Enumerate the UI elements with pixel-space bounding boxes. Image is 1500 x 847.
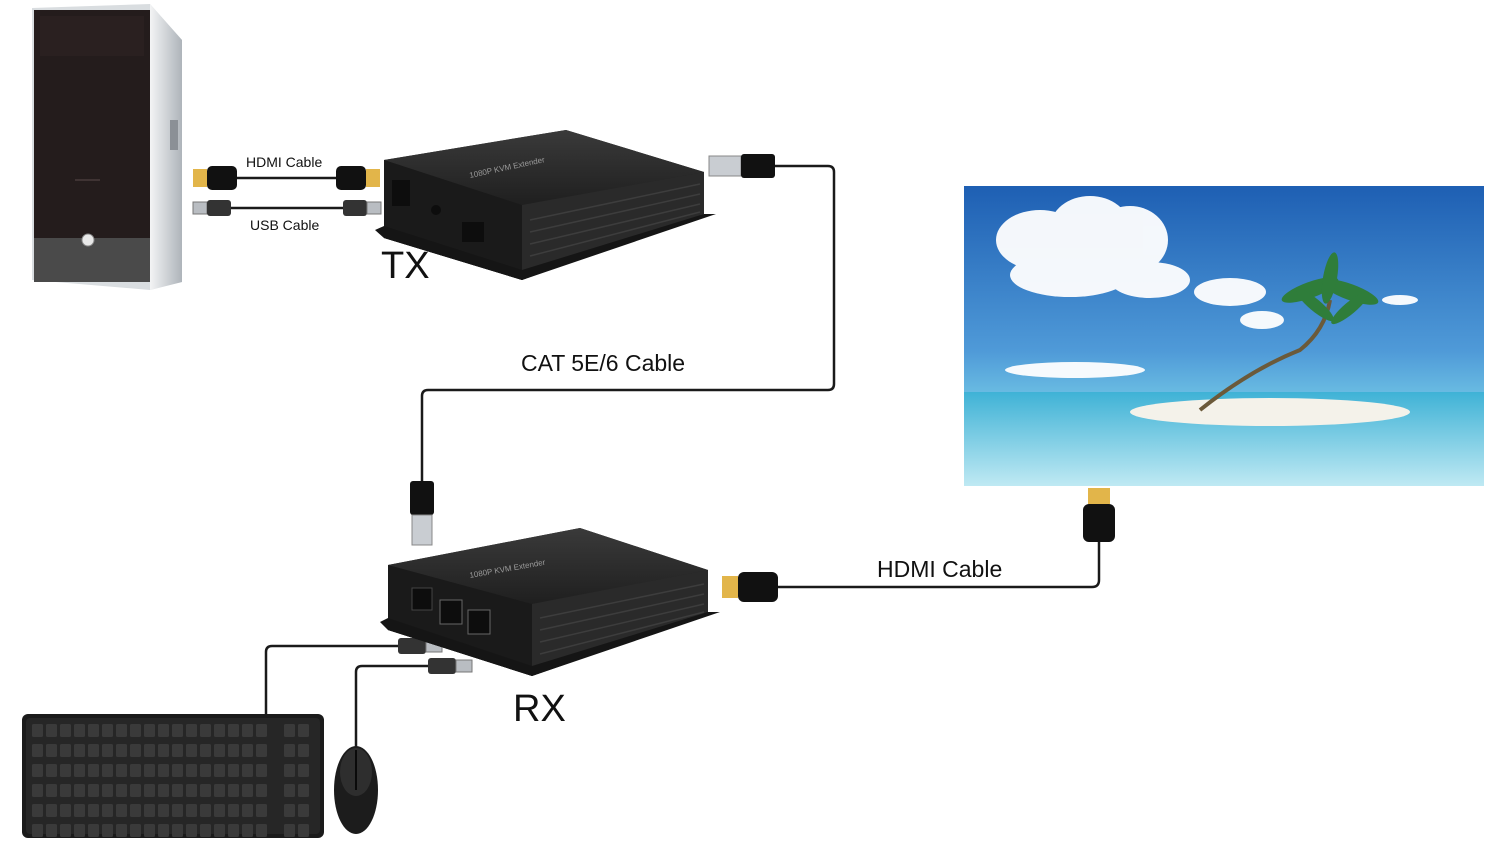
hdmi-plug-icon bbox=[336, 166, 380, 190]
usb-cable-label: USB Cable bbox=[250, 217, 320, 233]
tx-box-icon: 1080P KVM Extender bbox=[375, 130, 716, 280]
usb-plug-icon bbox=[428, 658, 473, 674]
keyboard-icon bbox=[22, 714, 324, 838]
hdmi-cable-label-top: HDMI Cable bbox=[246, 154, 323, 170]
usb-plug-icon bbox=[192, 200, 231, 216]
hdmi-plug-icon bbox=[193, 166, 237, 190]
rx-label: RX bbox=[513, 688, 566, 730]
pc-tower-icon bbox=[32, 4, 182, 290]
hdmi-plug-icon bbox=[1083, 488, 1115, 542]
cables bbox=[230, 164, 1101, 748]
monitor-icon bbox=[964, 186, 1484, 486]
rx-box-icon: 1080P KVM Extender bbox=[380, 528, 720, 676]
tx-label: TX bbox=[381, 245, 430, 287]
rj45-plug-icon bbox=[410, 481, 434, 546]
rj45-plug-icon bbox=[708, 154, 775, 178]
hdmi-plug-icon bbox=[722, 572, 778, 602]
cat-cable-label: CAT 5E/6 Cable bbox=[521, 350, 686, 376]
usb-plug-icon bbox=[343, 200, 382, 216]
hdmi-cable-label-bottom: HDMI Cable bbox=[877, 556, 1003, 582]
mouse-icon bbox=[334, 746, 378, 834]
